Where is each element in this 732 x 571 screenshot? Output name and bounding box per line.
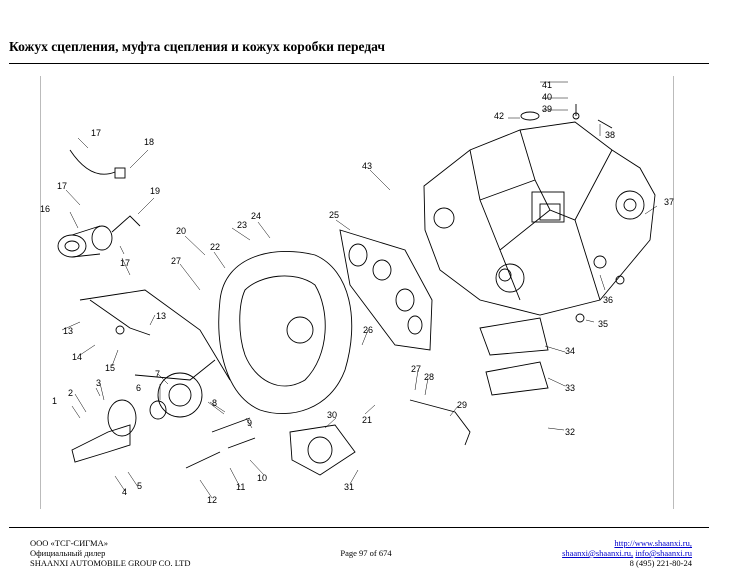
callout-7: 7 — [155, 369, 160, 379]
callout-18: 17 — [91, 128, 101, 138]
website-link[interactable]: http://www.shaanxi.ru, — [614, 538, 692, 548]
callout-4: 4 — [122, 487, 127, 497]
callout-32: 32 — [565, 427, 575, 437]
callout-5: 5 — [137, 481, 142, 491]
footer-right: http://www.shaanxi.ru, shaanxi@shaanxi.r… — [562, 538, 692, 568]
callout-8: 8 — [212, 398, 217, 408]
callout-40: 40 — [542, 92, 552, 102]
gearbox-housing — [423, 121, 656, 316]
footer-page-number: Page 97 of 674 — [340, 548, 392, 558]
callout-17b: 17 — [120, 258, 130, 268]
callout-29: 29 — [457, 400, 467, 410]
clutch-bell-housing — [218, 251, 353, 414]
callout-38: 38 — [605, 130, 615, 140]
callout-30: 30 — [327, 410, 337, 420]
callout-13b: 13 — [156, 311, 166, 321]
callout-22: 22 — [210, 242, 220, 252]
callout-21: 20 — [176, 226, 186, 236]
callout-9: 9 — [247, 418, 252, 428]
callout-11: 11 — [236, 482, 245, 492]
callout-34: 34 — [565, 346, 575, 356]
callout-23: 23 — [237, 220, 247, 230]
email-link-shaanxi[interactable]: shaanxi@shaanxi.ru, — [562, 548, 634, 558]
footer-dealer: Официальный дилер — [30, 548, 106, 558]
callout-25: 25 — [329, 210, 339, 220]
title-divider — [9, 63, 709, 64]
callout-21b: 21 — [362, 415, 372, 425]
page-title: Кожух сцепления, муфта сцепления и кожух… — [9, 39, 385, 54]
callout-35: 35 — [598, 319, 608, 329]
callout-1: 1 — [52, 396, 57, 406]
callout-28: 28 — [424, 372, 434, 382]
callout-37: 37 — [664, 197, 674, 207]
diagram-frame — [40, 76, 674, 509]
callout-39: 39 — [542, 104, 552, 114]
footer-group: SHAANXI AUTOMOBILE GROUP CO. LTD — [30, 558, 191, 568]
callout-20: 19 — [150, 186, 160, 196]
callout-12: 12 — [207, 495, 217, 505]
callout-41: 41 — [542, 80, 552, 90]
callout-17: 17 — [57, 181, 67, 191]
callout-16: 16 — [40, 204, 50, 214]
callout-14: 14 — [72, 352, 82, 362]
callout-19: 18 — [144, 137, 154, 147]
callout-2: 2 — [68, 388, 73, 398]
callout-36: 36 — [603, 295, 613, 305]
footer-divider — [9, 527, 709, 528]
callout-15: 15 — [105, 363, 115, 373]
callout-24: 24 — [251, 211, 261, 221]
callout-10: 10 — [257, 473, 267, 483]
output-flange — [71, 424, 131, 463]
callout-26: 26 — [363, 325, 373, 335]
callout-6: 6 — [136, 383, 141, 393]
footer-company: ООО «ТСГ-СИГМА» — [30, 538, 108, 548]
callout-3: 3 — [96, 378, 101, 388]
gasket-25 — [339, 229, 433, 351]
callout-27: 27 — [171, 256, 181, 266]
callout-27b: 27 — [411, 364, 421, 374]
footer-left: ООО «ТСГ-СИГМА» Официальный дилер SHAANX… — [30, 538, 191, 568]
email-link-info[interactable]: info@shaanxi.ru — [635, 548, 692, 558]
callout-43: 43 — [362, 161, 372, 171]
callout-31: 31 — [344, 482, 354, 492]
callout-42: 42 — [494, 111, 504, 121]
footer-phone: 8 (495) 221-80-24 — [629, 558, 692, 568]
callout-33: 33 — [565, 383, 575, 393]
callout-13: 13 — [63, 326, 73, 336]
